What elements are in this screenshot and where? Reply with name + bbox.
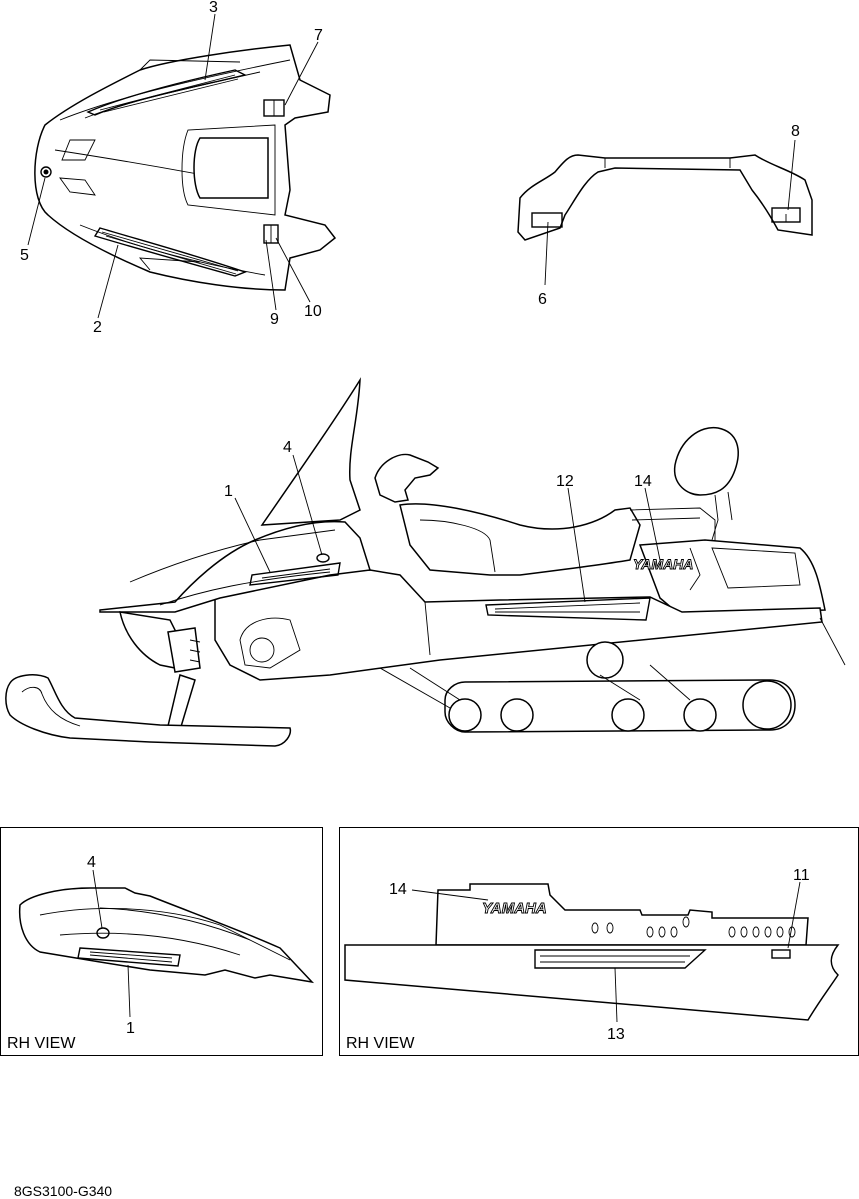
callout-9: 9	[270, 311, 279, 328]
rh-view-panel-right: RH VIEW	[339, 827, 859, 1056]
callout-7: 7	[314, 27, 323, 44]
rh-callout-4: 4	[87, 854, 96, 871]
callout-5: 5	[20, 247, 29, 264]
snowmobile-side-view: YAMAHA	[5, 377, 846, 747]
panel-label-right: RH VIEW	[346, 1035, 415, 1052]
rh-callout-13: 13	[607, 1026, 625, 1043]
rh-callout-14: 14	[389, 881, 407, 898]
callout-2: 2	[93, 319, 102, 336]
yamaha-decal-main: YAMAHA	[633, 556, 693, 572]
panel-label-left: RH VIEW	[7, 1035, 76, 1052]
drawing-code: 8GS3100-G340	[14, 1183, 113, 1199]
rh-callout-11: 11	[793, 867, 810, 884]
rh-callout-1: 1	[126, 1020, 135, 1037]
rh-view-panel-left: RH VIEW	[0, 827, 323, 1056]
rear-fender-drawing	[517, 154, 813, 241]
rh-view-hood-drawing	[18, 887, 315, 984]
callout-8: 8	[791, 123, 800, 140]
callout-10: 10	[304, 303, 322, 320]
callout-4: 4	[283, 439, 292, 456]
rh-view-body-drawing: YAMAHA	[344, 883, 840, 1021]
hood-drawing	[34, 44, 337, 291]
yamaha-decal-rh: YAMAHA	[482, 900, 547, 917]
callout-12: 12	[556, 473, 574, 490]
callout-1: 1	[224, 483, 233, 500]
callout-14: 14	[634, 473, 652, 490]
callout-3: 3	[209, 0, 218, 16]
callout-6: 6	[538, 291, 547, 308]
